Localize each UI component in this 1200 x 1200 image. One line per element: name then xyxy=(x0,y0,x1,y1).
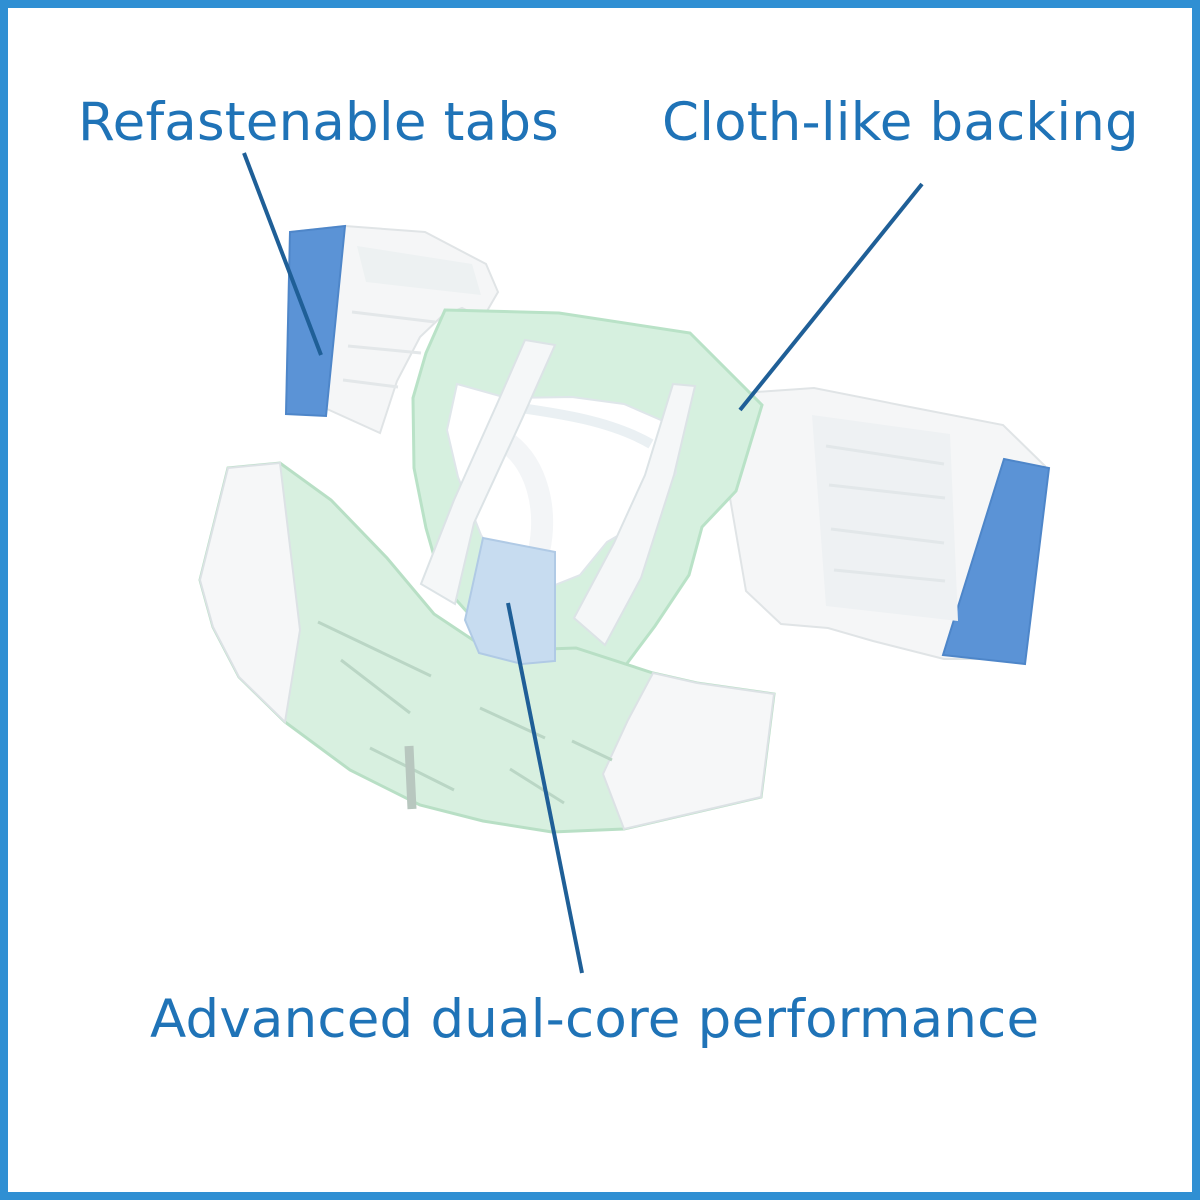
backing-leader-line xyxy=(738,182,924,412)
right-refastenable-tab xyxy=(941,457,1051,666)
core-leader-line xyxy=(506,602,584,974)
left-refastenable-tab xyxy=(284,224,347,418)
dual-core-insert xyxy=(463,536,556,666)
refastenable-tabs-label: Refastenable tabs xyxy=(78,92,559,153)
cloth-like-backing-label: Cloth-like backing xyxy=(662,92,1139,153)
right-leg-cuff xyxy=(572,382,697,647)
tabs-leader-line xyxy=(242,152,323,356)
dual-core-performance-label: Advanced dual-core performance xyxy=(150,989,1040,1050)
left-leg-cuff xyxy=(419,338,557,606)
